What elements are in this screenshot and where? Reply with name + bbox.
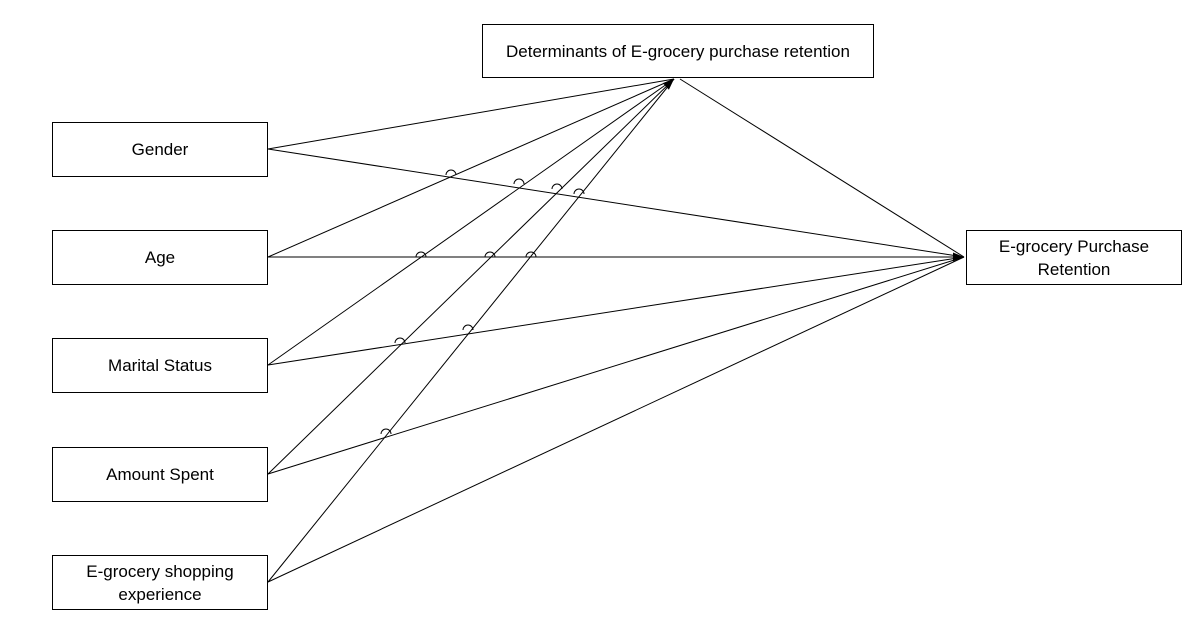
node-retention[interactable]: E-grocery Purchase Retention: [966, 230, 1182, 285]
connector-marital_status-to-retention: [267, 256, 965, 366]
line-hop-4: [415, 251, 427, 258]
connector-amount_spent-to-retention: [267, 256, 965, 475]
node-retention-label: E-grocery Purchase Retention: [998, 236, 1150, 279]
arrowhead-retention: [953, 252, 964, 262]
connector-shopping_experience-to-determinants: [267, 78, 675, 583]
node-determinants-label: Determinants of E-grocery purchase reten…: [506, 41, 850, 61]
line-hop-8: [462, 324, 474, 331]
line-hop-2: [551, 183, 563, 190]
node-marital-status-label: Marital Status: [108, 356, 212, 375]
node-marital-status[interactable]: Marital Status: [52, 338, 268, 393]
line-hop-5: [484, 251, 496, 258]
connector-age-to-determinants: [267, 78, 675, 258]
connector-determinants-to-retention: [679, 78, 965, 258]
node-shopping-experience-label: E-grocery shopping experience: [86, 561, 234, 604]
line-hop-6: [525, 251, 537, 258]
arrowhead-determinants: [662, 79, 674, 90]
node-determinants[interactable]: Determinants of E-grocery purchase reten…: [482, 24, 874, 78]
connector-amount_spent-to-determinants: [267, 78, 675, 475]
line-hop-9: [380, 428, 392, 435]
line-hop-0: [445, 169, 457, 176]
connector-gender-to-determinants: [267, 78, 675, 150]
line-hop-7: [394, 337, 406, 344]
connector-lines: [267, 78, 965, 583]
line-hop-1: [513, 178, 525, 185]
line-hop-3: [573, 188, 585, 195]
node-amount-spent-label: Amount Spent: [106, 465, 214, 484]
node-shopping-experience[interactable]: E-grocery shopping experience: [52, 555, 268, 610]
connector-marital_status-to-determinants: [267, 78, 675, 366]
node-age[interactable]: Age: [52, 230, 268, 285]
node-gender[interactable]: Gender: [52, 122, 268, 177]
node-gender-label: Gender: [131, 140, 189, 159]
node-amount-spent[interactable]: Amount Spent: [52, 447, 268, 502]
node-age-label: Age: [144, 248, 176, 267]
connector-shopping_experience-to-retention: [267, 256, 965, 583]
connector-gender-to-retention: [267, 148, 965, 258]
